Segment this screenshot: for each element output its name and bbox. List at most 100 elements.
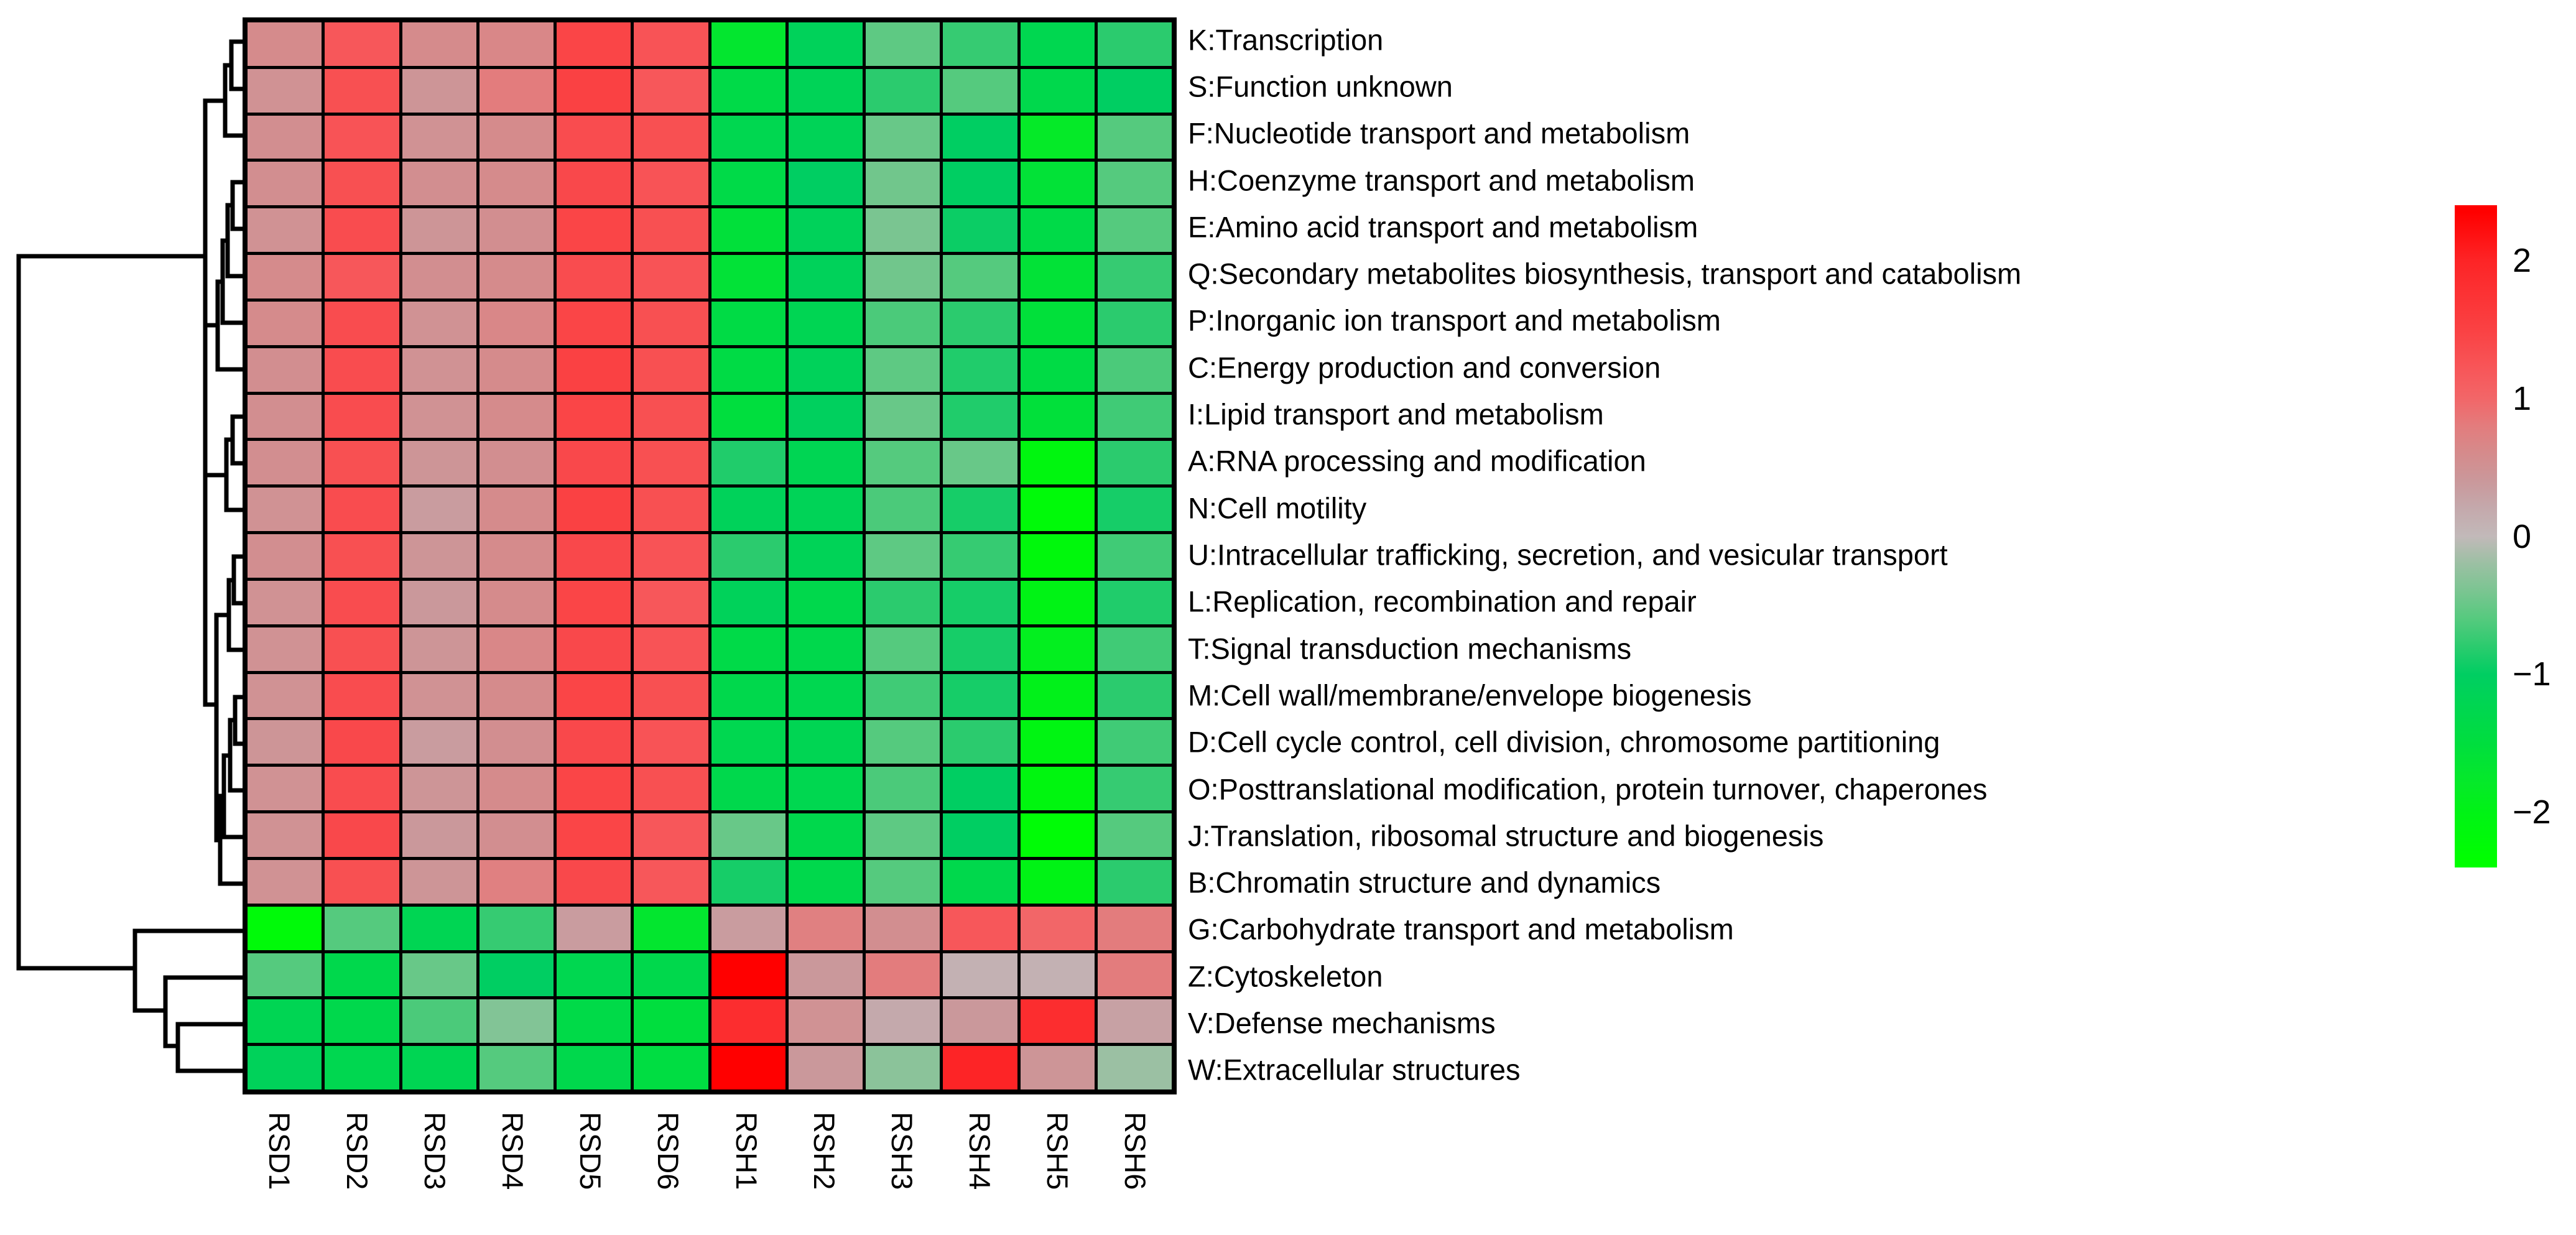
heatmap-cell xyxy=(1020,953,1095,997)
heatmap-cell xyxy=(557,720,631,764)
heatmap-cell xyxy=(402,68,476,113)
heatmap-cell xyxy=(557,68,631,113)
heatmap-cell xyxy=(479,488,554,532)
heatmap-cell xyxy=(479,673,554,718)
heatmap-cell xyxy=(634,394,708,438)
heatmap-cell xyxy=(711,953,785,997)
row-label: P:Inorganic ion transport and metabolism xyxy=(1188,303,1721,337)
heatmap-cell xyxy=(248,488,322,532)
heatmap-cell xyxy=(788,208,863,252)
heatmap-cell xyxy=(943,162,1017,206)
heatmap-cell xyxy=(325,488,399,532)
heatmap-cell xyxy=(943,906,1017,950)
heatmap-cell xyxy=(1020,534,1095,578)
row-label: U:Intracellular trafficking, secretion, … xyxy=(1188,538,1948,571)
heatmap-cell xyxy=(557,348,631,392)
heatmap-cell xyxy=(1097,999,1172,1043)
heatmap-cell xyxy=(1020,580,1095,624)
heatmap-cell xyxy=(557,999,631,1043)
heatmap-cell xyxy=(248,534,322,578)
heatmap-cell xyxy=(1020,162,1095,206)
row-label: K:Transcription xyxy=(1188,22,1384,56)
heatmap-cell xyxy=(1097,953,1172,997)
heatmap-cell xyxy=(248,441,322,485)
heatmap-cell xyxy=(325,627,399,671)
heatmap-cell xyxy=(248,999,322,1043)
heatmap-cell xyxy=(1020,22,1095,66)
heatmap-cell xyxy=(943,813,1017,857)
heatmap-cell xyxy=(325,673,399,718)
heatmap-cell xyxy=(1097,68,1172,113)
heatmap-cell xyxy=(325,441,399,485)
heatmap-cell xyxy=(325,813,399,857)
heatmap-cell xyxy=(788,534,863,578)
heatmap-cell xyxy=(634,534,708,578)
heatmap-cell xyxy=(325,1046,399,1089)
heatmap-cell xyxy=(634,673,708,718)
column-label: RSH3 xyxy=(885,1112,919,1190)
heatmap-cell xyxy=(402,255,476,298)
heatmap-cell xyxy=(788,813,863,857)
heatmap-cell xyxy=(325,255,399,298)
heatmap-cell xyxy=(248,953,322,997)
heatmap-cell xyxy=(557,767,631,811)
heatmap-cell xyxy=(943,22,1017,66)
heatmap-cell xyxy=(711,115,785,159)
heatmap-cell xyxy=(1097,441,1172,485)
heatmap-cell xyxy=(788,859,863,904)
column-label: RSD5 xyxy=(574,1112,608,1190)
heatmap-cell xyxy=(1020,720,1095,764)
heatmap-cell xyxy=(1097,906,1172,950)
heatmap-cell xyxy=(557,953,631,997)
heatmap-cell xyxy=(479,953,554,997)
heatmap-cell xyxy=(325,580,399,624)
heatmap-cell xyxy=(479,22,554,66)
heatmap-cell xyxy=(557,906,631,950)
heatmap-cell xyxy=(711,348,785,392)
heatmap-cell xyxy=(788,1046,863,1089)
heatmap-cell xyxy=(711,301,785,345)
heatmap-cell xyxy=(248,627,322,671)
heatmap-cell xyxy=(788,720,863,764)
row-label: T:Signal transduction mechanisms xyxy=(1188,631,1632,665)
heatmap-cell xyxy=(1097,348,1172,392)
row-label: V:Defense mechanisms xyxy=(1188,1006,1496,1040)
heatmap-cell xyxy=(943,488,1017,532)
heatmap-cell xyxy=(479,767,554,811)
heatmap-cell xyxy=(711,813,785,857)
heatmap-cell xyxy=(1097,859,1172,904)
heatmap-cell xyxy=(1097,1046,1172,1089)
heatmap-cell xyxy=(634,720,708,764)
heatmap-cell xyxy=(866,906,940,950)
heatmap-cell xyxy=(479,162,554,206)
heatmap-cell xyxy=(634,441,708,485)
heatmap-cell xyxy=(1097,22,1172,66)
heatmap-cell xyxy=(1097,162,1172,206)
heatmap-cell xyxy=(402,534,476,578)
heatmap-cell xyxy=(325,68,399,113)
heatmap-cell xyxy=(866,255,940,298)
column-label: RSH2 xyxy=(807,1112,841,1190)
heatmap-cell xyxy=(788,999,863,1043)
heatmap-cell xyxy=(866,488,940,532)
heatmap-cell xyxy=(479,534,554,578)
heatmap-cell xyxy=(634,115,708,159)
heatmap-cell xyxy=(1097,627,1172,671)
heatmap-cell xyxy=(402,208,476,252)
heatmap-cell xyxy=(1020,673,1095,718)
heatmap-cell xyxy=(866,673,940,718)
heatmap-cell xyxy=(402,488,476,532)
heatmap-cell xyxy=(557,394,631,438)
heatmap-cell xyxy=(402,813,476,857)
heatmap-cell xyxy=(479,720,554,764)
heatmap-cell xyxy=(248,301,322,345)
row-label: N:Cell motility xyxy=(1188,491,1367,524)
heatmap-cell xyxy=(866,999,940,1043)
heatmap-cell xyxy=(943,580,1017,624)
heatmap-cell xyxy=(866,68,940,113)
heatmap-cell xyxy=(248,767,322,811)
heatmap-cell xyxy=(248,720,322,764)
heatmap-cell xyxy=(557,673,631,718)
heatmap-cell xyxy=(866,301,940,345)
colorbar-tick-label: 0 xyxy=(2513,517,2532,555)
